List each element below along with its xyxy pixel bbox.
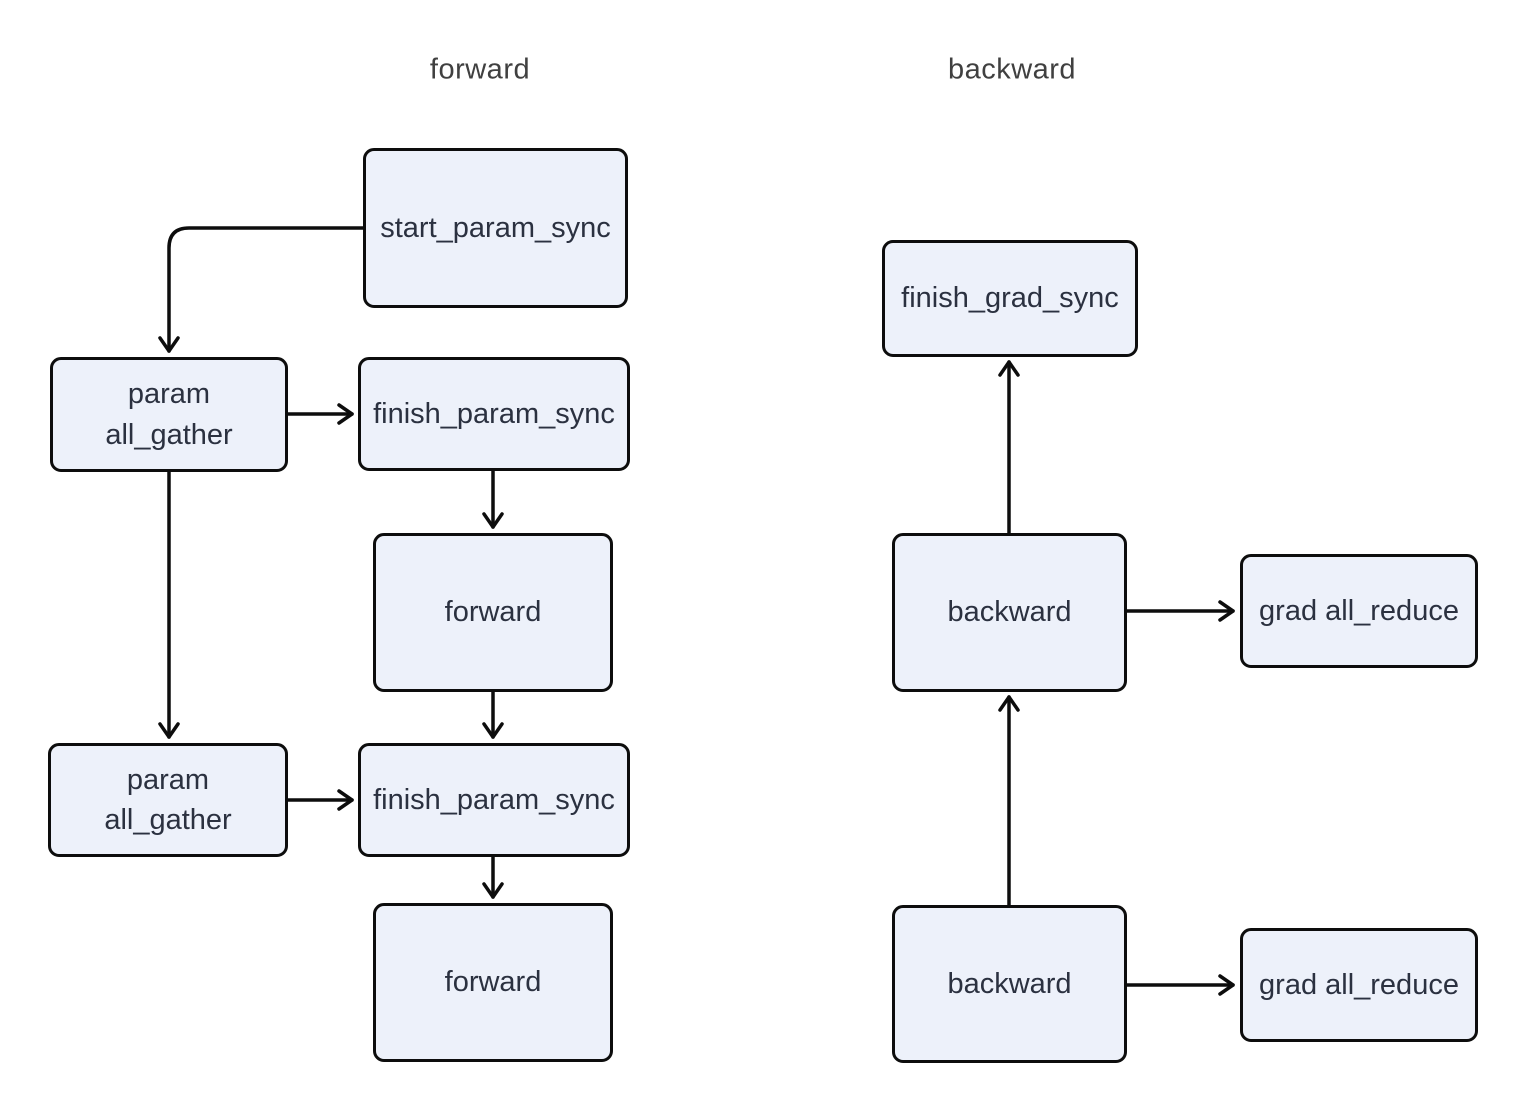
node-forward-2-label: forward	[444, 966, 542, 999]
node-finish-param-sync-1-label: finish_param_sync	[373, 397, 615, 430]
node-grad-all-reduce-2-label: grad all_reduce	[1259, 968, 1459, 1001]
node-finish-param-sync-2: finish_param_sync	[358, 743, 630, 857]
node-grad-all-reduce-1-label: grad all_reduce	[1259, 594, 1459, 627]
section-title-backward: backward	[947, 53, 1077, 86]
node-param-all-gather-2-label: param all_gather	[104, 763, 232, 836]
node-backward-2: backward	[892, 905, 1127, 1063]
edge-start-param-sync-to-param-all-gather-1	[158, 226, 365, 353]
node-backward-1-label: backward	[947, 596, 1072, 629]
node-forward-1-label: forward	[444, 596, 542, 629]
node-backward-1: backward	[892, 533, 1127, 692]
node-start-param-sync-label: start_param_sync	[380, 211, 611, 244]
node-grad-all-reduce-1: grad all_reduce	[1240, 554, 1478, 668]
node-start-param-sync: start_param_sync	[363, 148, 628, 308]
node-forward-2: forward	[373, 903, 613, 1062]
node-param-all-gather-1: param all_gather	[50, 357, 288, 472]
section-title-forward: forward	[429, 53, 531, 86]
node-grad-all-reduce-2: grad all_reduce	[1240, 928, 1478, 1042]
node-finish-grad-sync-label: finish_grad_sync	[901, 282, 1119, 315]
node-backward-2-label: backward	[947, 967, 1072, 1000]
node-finish-param-sync-2-label: finish_param_sync	[373, 783, 615, 816]
node-finish-param-sync-1: finish_param_sync	[358, 357, 630, 471]
node-forward-1: forward	[373, 533, 613, 692]
node-param-all-gather-1-label: param all_gather	[105, 378, 233, 451]
node-finish-grad-sync: finish_grad_sync	[882, 240, 1138, 357]
node-param-all-gather-2: param all_gather	[48, 743, 288, 857]
